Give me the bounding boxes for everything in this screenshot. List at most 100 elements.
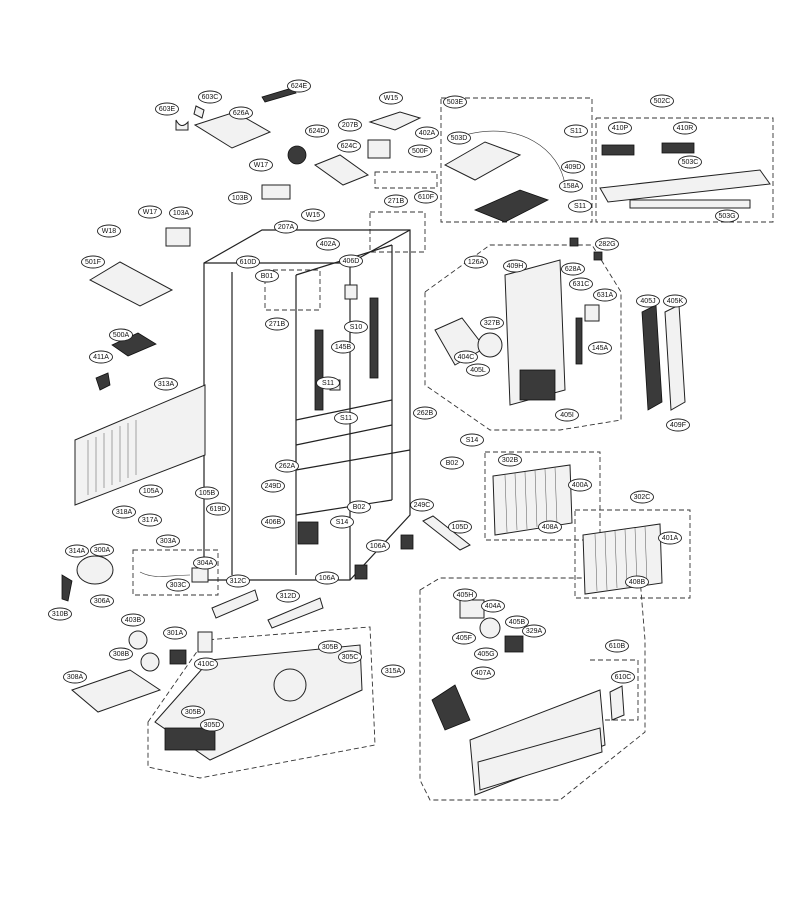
callout-label: 312D (280, 593, 297, 600)
part-callout: 106A (315, 571, 339, 585)
part-callout: 610F (414, 190, 438, 204)
group-303a (132, 549, 219, 596)
callout-bubble (561, 160, 585, 174)
callout-label: 405K (667, 298, 684, 305)
part-callout: 262B (413, 406, 437, 420)
part-callout: 405G (474, 647, 498, 661)
part-callout: 262A (275, 459, 299, 473)
part-callout: 271B (384, 194, 408, 208)
callout-label: 249C (414, 502, 431, 509)
callout-bubble (339, 254, 363, 268)
callout-label: 503E (447, 99, 464, 106)
callout-bubble (166, 578, 190, 592)
callout-bubble (559, 179, 583, 193)
callout-bubble (474, 647, 498, 661)
callout-label: 411A (93, 354, 109, 361)
part-callout: W17 (249, 158, 273, 172)
part-callout: 302B (498, 453, 522, 467)
part-callout: W15 (379, 91, 403, 105)
callout-bubble (169, 206, 193, 220)
callout-label: 305B (185, 709, 202, 716)
callout-bubble (440, 456, 464, 470)
callout-bubble (331, 340, 355, 354)
callout-label: S11 (340, 415, 352, 422)
callout-label: 105B (199, 490, 216, 497)
part-callout: 407A (471, 666, 495, 680)
callout-bubble (447, 131, 471, 145)
callout-bubble (81, 255, 105, 269)
callout-bubble (97, 224, 121, 238)
callout-label: 145A (592, 345, 609, 352)
callout-label: 610D (240, 259, 257, 266)
group-evap-coils-2 (574, 509, 691, 599)
part-callout: B02 (440, 456, 464, 470)
callout-label: B02 (353, 504, 366, 511)
callout-bubble (318, 640, 342, 654)
callout-bubble (498, 453, 522, 467)
callout-bubble (163, 626, 187, 640)
callout-bubble (480, 316, 504, 330)
callout-bubble (538, 520, 562, 534)
part-callout: B01 (255, 269, 279, 283)
callout-bubble (366, 539, 390, 553)
part-callout: 158A (559, 179, 583, 193)
group-box-top-right (595, 117, 774, 223)
part-callout: 626A (229, 106, 253, 120)
callout-label: 624E (291, 83, 308, 90)
part-callout: 405H (453, 588, 477, 602)
callout-bubble (415, 126, 439, 140)
callout-label: 406D (343, 258, 360, 265)
callout-label: 624D (309, 128, 326, 135)
callout-bubble (522, 624, 546, 638)
callout-bubble (139, 484, 163, 498)
callout-label: 400A (572, 482, 589, 489)
part-callout: 306A (90, 594, 114, 608)
callout-bubble (338, 650, 362, 664)
callout-label: 610F (418, 194, 434, 201)
callout-label: 408A (542, 524, 559, 531)
callout-bubble (315, 571, 339, 585)
callout-label: 409D (565, 164, 582, 171)
callout-label: B02 (446, 460, 459, 467)
callout-bubble (275, 459, 299, 473)
part-callout: 145B (331, 340, 355, 354)
part-callout: 624D (305, 124, 329, 138)
callout-label: 308A (67, 674, 84, 681)
callout-label: 301A (167, 630, 184, 637)
callout-label: S11 (570, 128, 582, 135)
part-callout: 502C (650, 94, 674, 108)
callout-bubble (673, 121, 697, 135)
callout-bubble (593, 288, 617, 302)
callout-label: S14 (466, 437, 479, 444)
part-callout: 603C (198, 90, 222, 104)
callout-label: 158A (563, 183, 580, 190)
callout-label: 502C (654, 98, 671, 105)
callout-bubble (337, 139, 361, 153)
part-callout: 405K (663, 294, 687, 308)
part-callout: 318A (112, 505, 136, 519)
part-callout: 405I (555, 408, 579, 422)
part-callout: 402A (316, 237, 340, 251)
callout-label: 271B (388, 198, 405, 205)
callout-label: 300A (94, 547, 111, 554)
part-callout: S10 (344, 320, 368, 334)
callout-label: 405J (640, 298, 655, 305)
callout-label: 610B (609, 643, 626, 650)
part-callout: 503D (447, 131, 471, 145)
callout-bubble (155, 102, 179, 116)
callout-label: 405G (477, 651, 494, 658)
part-callout: 310B (48, 607, 72, 621)
callout-label: 402A (419, 130, 436, 137)
callout-bubble (138, 513, 162, 527)
part-callout: 249D (261, 479, 285, 493)
refrigerator-cabinet (203, 229, 411, 581)
callout-label: 306A (94, 598, 111, 605)
callout-bubble (65, 544, 89, 558)
part-callout: 312C (226, 574, 250, 588)
callout-label: 405L (470, 367, 486, 374)
callout-bubble (228, 191, 252, 205)
part-callout: S11 (564, 124, 588, 138)
part-callout: 404C (454, 350, 478, 364)
callout-label: 327B (484, 320, 501, 327)
callout-bubble (595, 237, 619, 251)
